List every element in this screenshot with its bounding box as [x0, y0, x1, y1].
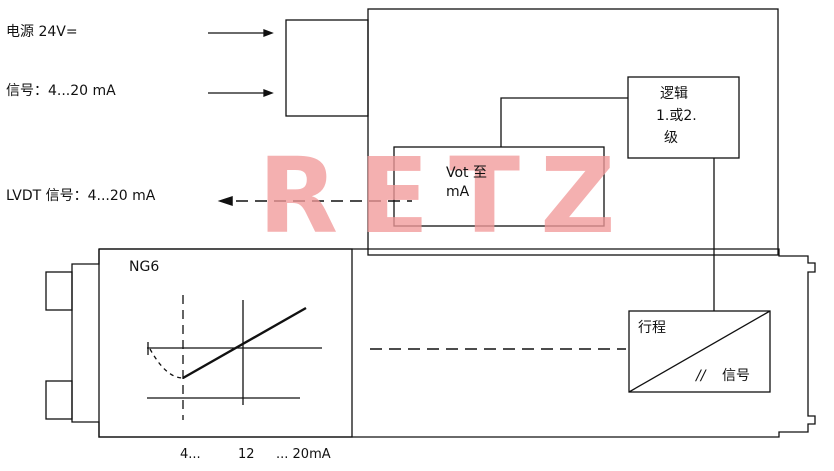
logic-box — [627, 76, 740, 159]
converter-line1: Vot 至 — [446, 165, 487, 181]
lvdt-arrowhead — [217, 195, 233, 207]
power-label: 电源 24V= — [6, 24, 78, 40]
stroke-box — [628, 310, 771, 393]
stroke-title: 行程 — [638, 320, 666, 336]
lvdt-label: LVDT 信号：4...20 mA — [6, 188, 156, 204]
stroke-signal-mark: // — [696, 368, 706, 384]
signal-label: 信号：4...20 mA — [6, 83, 116, 99]
curve-solid-part — [182, 306, 307, 380]
axis-label-high: ... 20mA — [276, 447, 331, 462]
logic-title: 逻辑 — [660, 86, 688, 102]
converter-line2: mA — [446, 184, 470, 200]
watermark-logo: RETZ — [258, 135, 636, 257]
connector-stud-bottom — [45, 380, 73, 420]
logic-line2: 1.或2. — [656, 108, 697, 124]
connector-stud-top — [45, 271, 73, 311]
stroke-signal-label: 信号 — [722, 368, 750, 384]
logic-line3: 级 — [664, 130, 678, 146]
axis-label-low: 4... — [180, 447, 201, 462]
signal-arrowhead — [263, 89, 274, 97]
axis-label-mid: 12 — [238, 447, 255, 462]
converter-logic-wire — [500, 97, 628, 147]
electronics-housing — [367, 8, 779, 256]
curve-dashed-part — [149, 348, 184, 379]
stroke-diagonal — [628, 310, 771, 393]
valve-size-label: NG6 — [129, 259, 160, 275]
converter-box — [393, 146, 605, 227]
ng6-box — [98, 248, 353, 438]
input-terminal-box — [285, 19, 369, 117]
valve-body-outline — [71, 248, 816, 438]
power-arrowhead — [263, 29, 274, 37]
